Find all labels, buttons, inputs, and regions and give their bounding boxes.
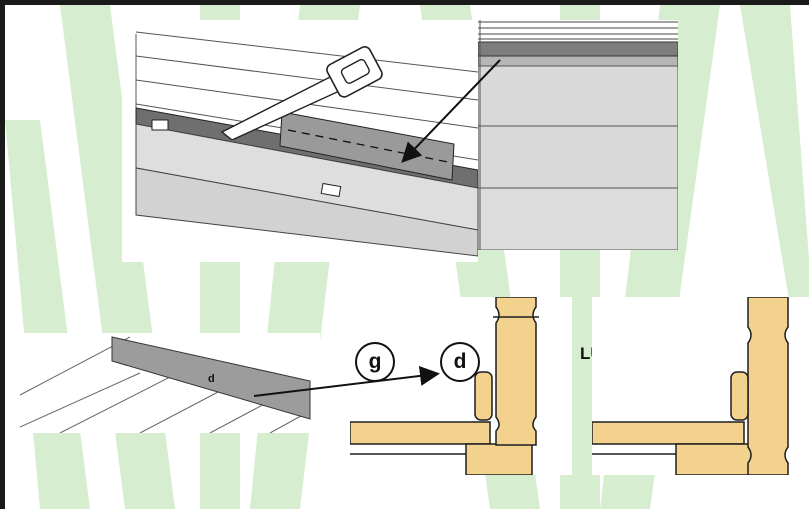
frame-left-border: [0, 0, 5, 509]
frame-top-border: [0, 0, 809, 5]
handsaw-icon: [220, 46, 383, 140]
panel-wall-view: [478, 20, 678, 250]
circle-label-d: d: [440, 342, 480, 382]
panel-saw-cutting: [122, 20, 478, 262]
panel-alternative-section: [592, 297, 809, 475]
arrow-strip-to-wall: [401, 59, 501, 163]
strip-letter-d: d: [208, 373, 215, 385]
panel-cross-section: [350, 297, 572, 475]
arrow-strip-to-section: [253, 365, 440, 397]
panel-strip-d: d: [20, 333, 320, 433]
